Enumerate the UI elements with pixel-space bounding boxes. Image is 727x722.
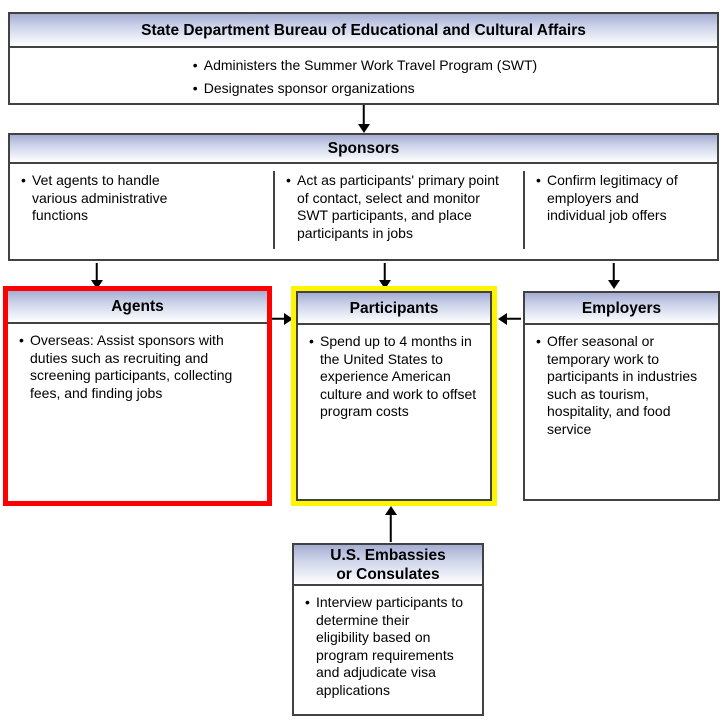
embassies-title-line-2: or Consulates — [336, 565, 440, 583]
agents-header: Agents — [8, 291, 267, 324]
arrow-sponsors-to-agents — [89, 263, 104, 289]
employers-header: Employers — [525, 293, 718, 325]
employers-box: Employers Offer seasonal or temporary wo… — [523, 291, 720, 501]
embassies-bullet: Interview participants to determine thei… — [303, 594, 466, 699]
participants-bullet: Spend up to 4 months in the United State… — [307, 333, 478, 421]
state-dept-bullet-2: Designates sponsor organizations — [191, 80, 537, 98]
arrow-shaft — [505, 317, 521, 320]
agents-title: Agents — [111, 298, 164, 315]
participants-body: Spend up to 4 months in the United State… — [298, 325, 490, 421]
participants-header: Participants — [298, 293, 490, 325]
column-divider — [523, 171, 525, 249]
participants-box: Participants Spend up to 4 months in the… — [291, 286, 497, 506]
sponsors-title: Sponsors — [327, 140, 400, 157]
state-dept-box: State Department Bureau of Educational a… — [8, 12, 719, 105]
state-dept-body: Administers the Summer Work Travel Progr… — [10, 48, 717, 97]
arrow-agents-to-participants — [272, 311, 293, 326]
state-dept-header: State Department Bureau of Educational a… — [10, 14, 717, 48]
arrow-shaft — [383, 263, 386, 281]
state-dept-title: State Department Bureau of Educational a… — [141, 21, 586, 39]
sponsors-column-1-bullet: Vet agents to handle various administrat… — [19, 172, 197, 225]
sponsors-column-3: Confirm legitimacy of employers and indi… — [525, 164, 717, 259]
arrow-sponsors-to-participants — [377, 263, 392, 289]
employers-bullet: Offer seasonal or temporary work to part… — [534, 333, 710, 438]
arrow-sponsors-to-employers — [606, 263, 621, 289]
arrow-shaft — [95, 263, 98, 281]
sponsors-column-2-bullet: Act as participants' primary point of co… — [284, 172, 509, 242]
embassies-header: U.S. Embassies or Consulates — [294, 545, 482, 586]
arrow-right-icon — [284, 312, 293, 325]
arrow-down-icon — [357, 124, 370, 133]
state-dept-bullet-list: Administers the Summer Work Travel Progr… — [191, 57, 537, 97]
arrow-shaft — [362, 105, 365, 125]
arrow-shaft — [272, 317, 286, 320]
arrow-left-icon — [498, 312, 507, 325]
agents-body: Overseas: Assist sponsors with duties su… — [8, 324, 267, 402]
agents-bullet: Overseas: Assist sponsors with duties su… — [17, 332, 248, 402]
participants-title: Participants — [349, 299, 439, 317]
embassies-box: U.S. Embassies or Consulates Interview p… — [292, 543, 484, 716]
sponsors-header: Sponsors — [10, 135, 717, 164]
arrow-employers-to-participants — [498, 311, 521, 326]
sponsors-columns: Vet agents to handle various administrat… — [10, 164, 717, 259]
column-divider — [273, 171, 275, 249]
arrow-shaft — [389, 514, 392, 542]
employers-body: Offer seasonal or temporary work to part… — [525, 325, 718, 438]
embassies-body: Interview participants to determine thei… — [294, 586, 482, 699]
arrow-down-icon — [607, 280, 620, 289]
state-dept-bullet-1: Administers the Summer Work Travel Progr… — [191, 57, 537, 75]
arrow-state-dept-to-sponsors — [356, 105, 371, 133]
employers-title: Employers — [581, 299, 662, 317]
arrow-shaft — [612, 263, 615, 281]
embassies-title-line-1: U.S. Embassies — [330, 546, 446, 564]
sponsors-column-3-bullet: Confirm legitimacy of employers and indi… — [534, 172, 689, 225]
arrow-down-icon — [90, 280, 103, 289]
sponsors-column-2: Act as participants' primary point of co… — [275, 164, 523, 259]
sponsors-box: Sponsors Vet agents to handle various ad… — [8, 133, 719, 261]
sponsors-column-1: Vet agents to handle various administrat… — [10, 164, 273, 259]
arrow-down-icon — [378, 280, 391, 289]
agents-box: Agents Overseas: Assist sponsors with du… — [3, 286, 272, 506]
arrow-up-icon — [384, 506, 397, 515]
arrow-embassies-to-participants — [383, 506, 398, 542]
